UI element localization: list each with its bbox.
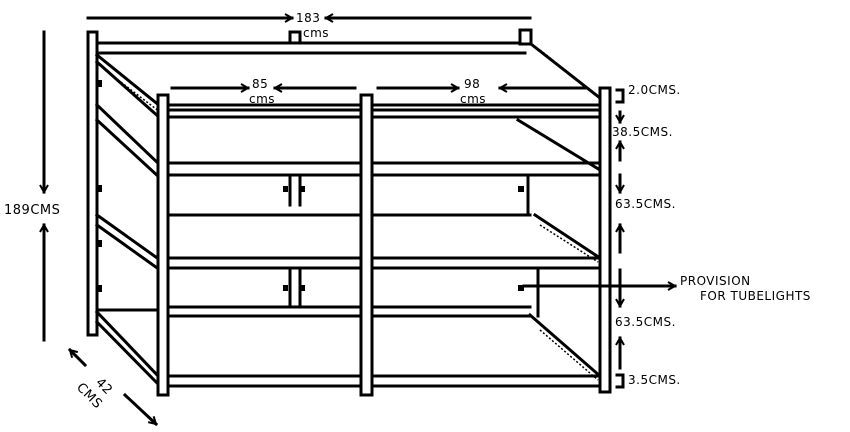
back-frame bbox=[86, 28, 533, 337]
lower-shelf-dimension: 63.5CMS. bbox=[615, 315, 676, 329]
right-bay-value: 98 bbox=[464, 77, 480, 91]
width-value: 183 bbox=[296, 11, 320, 25]
left-bay-unit: cms bbox=[249, 92, 275, 106]
top-shelf-dimension: 38.5CMS. bbox=[612, 125, 673, 139]
bottom-rail-dimension: 3.5CMS. bbox=[628, 373, 681, 387]
side-diagonals bbox=[94, 41, 603, 389]
front-frame bbox=[97, 80, 612, 397]
depth-label: 42 CMS bbox=[73, 375, 115, 412]
width-unit: cms bbox=[303, 26, 329, 40]
height-label: 189CMS bbox=[4, 203, 60, 218]
middle-shelf-dimension: 63.5CMS. bbox=[615, 197, 676, 211]
top-rail-dimension: 2.0CMS. bbox=[628, 83, 681, 97]
right-bay-unit: cms bbox=[460, 92, 486, 106]
callout-line1: PROVISION bbox=[680, 274, 751, 288]
left-bay-value: 85 bbox=[252, 77, 268, 91]
dimension-lines bbox=[44, 18, 675, 427]
callout-line2: FOR TUBELIGHTS bbox=[700, 289, 811, 303]
